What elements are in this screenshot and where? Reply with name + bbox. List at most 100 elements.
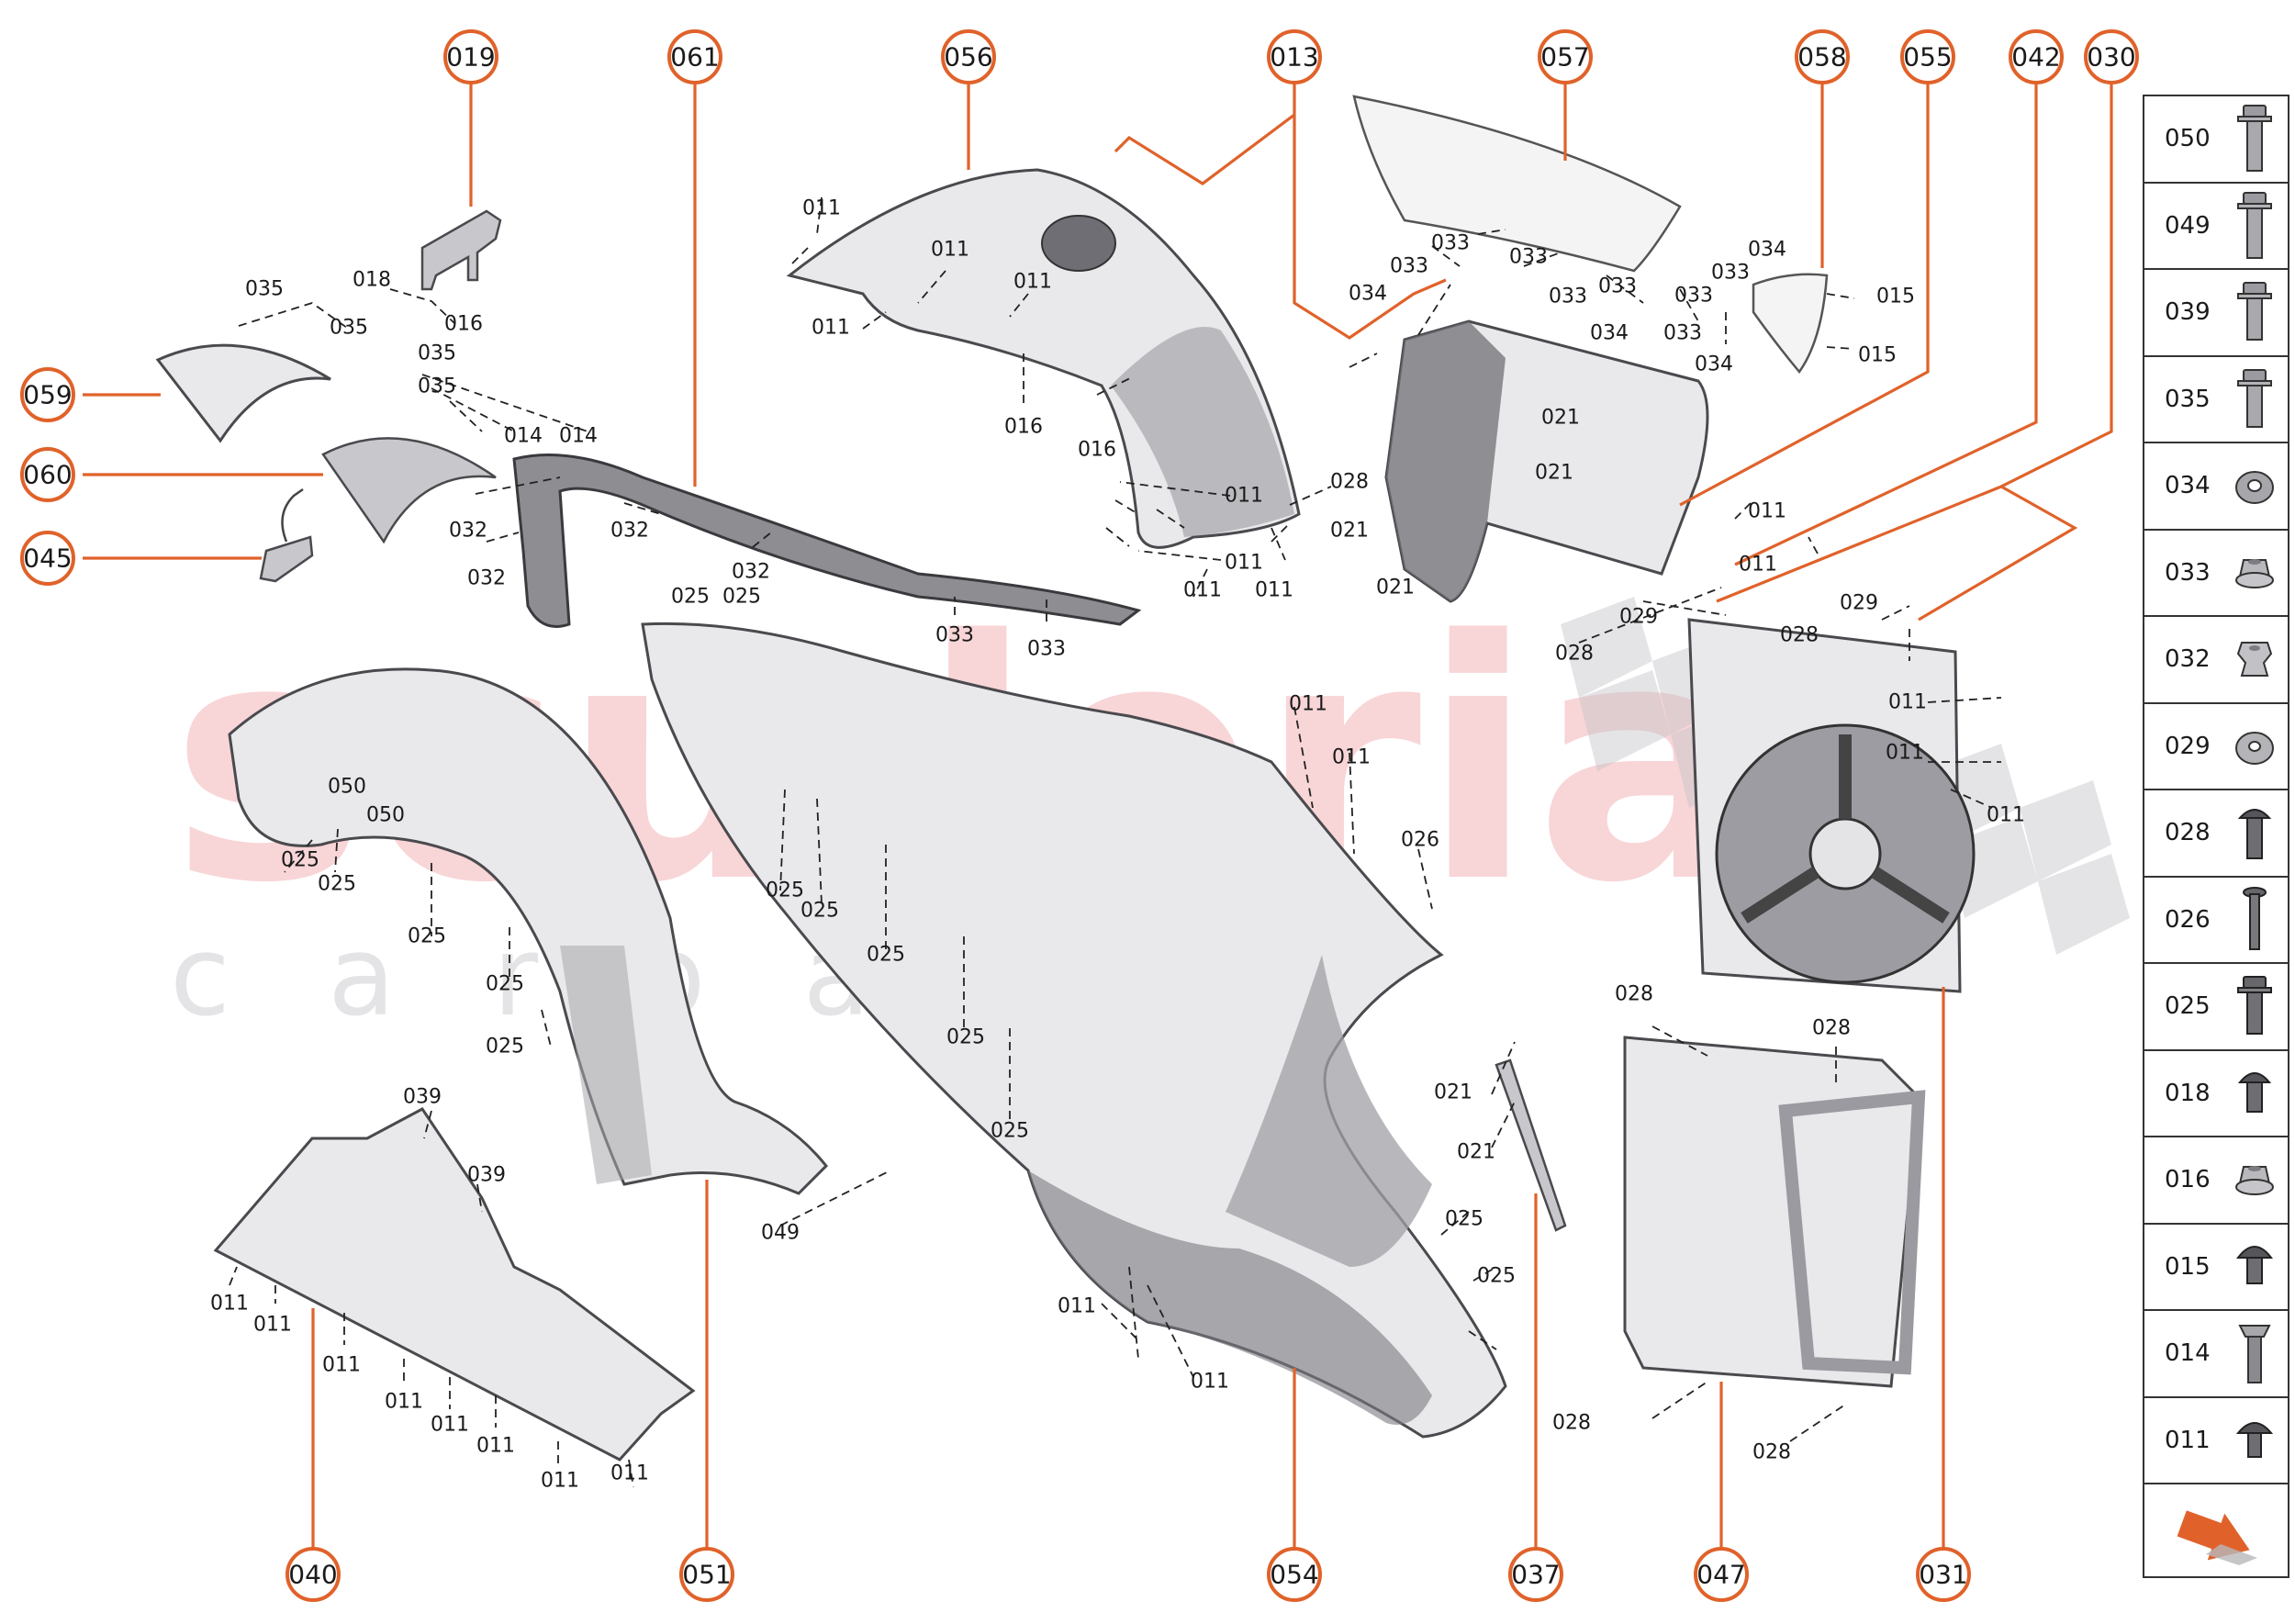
ref-021: 021 xyxy=(1541,407,1580,430)
ref-033: 033 xyxy=(1663,322,1702,345)
direction-arrow[interactable] xyxy=(2144,1484,2288,1576)
fastener-row-039[interactable]: 039 xyxy=(2144,270,2288,357)
ref-025: 025 xyxy=(946,1026,985,1049)
callout-040-label: 040 xyxy=(288,1560,337,1590)
ref-028: 028 xyxy=(1330,471,1369,494)
ref-011: 011 xyxy=(1255,579,1293,602)
ref-025: 025 xyxy=(486,973,524,996)
fastener-row-028[interactable]: 028 xyxy=(2144,790,2288,878)
callout-051-label: 051 xyxy=(682,1560,731,1590)
fastener-row-034[interactable]: 034 xyxy=(2144,443,2288,531)
ref-025: 025 xyxy=(800,900,839,923)
reference-numbers: 035 035 018 016 035 035 014 014 032 032 … xyxy=(210,197,2025,1493)
part-061-trim-strip xyxy=(512,454,1142,628)
ref-025: 025 xyxy=(991,1120,1029,1143)
callout-047[interactable]: 047 xyxy=(1694,1547,1749,1602)
fastener-code: 016 xyxy=(2165,1166,2211,1194)
part-040-underbody-panel xyxy=(213,1107,696,1462)
fastener-code: 033 xyxy=(2165,558,2211,587)
ref-011: 011 xyxy=(1225,485,1263,508)
washer-icon xyxy=(2235,731,2274,765)
part-051-arch-liner xyxy=(228,667,829,1195)
flange-nut-icon xyxy=(2235,558,2274,588)
ref-011: 011 xyxy=(610,1462,649,1485)
ref-011: 011 xyxy=(1748,500,1786,523)
round-head-screw-icon xyxy=(2235,1245,2274,1284)
ref-025: 025 xyxy=(1445,1208,1483,1231)
part-055-shade xyxy=(1386,321,1506,601)
washer-icon xyxy=(2235,471,2274,505)
callout-057[interactable]: 057 xyxy=(1538,29,1593,84)
ref-025: 025 xyxy=(486,1036,524,1058)
callout-061[interactable]: 061 xyxy=(667,29,722,84)
callout-019[interactable]: 019 xyxy=(443,29,498,84)
fastener-row-015[interactable]: 015 xyxy=(2144,1225,2288,1311)
callout-030[interactable]: 030 xyxy=(2084,29,2139,84)
ref-015: 015 xyxy=(1858,344,1897,367)
callout-060[interactable]: 060 xyxy=(20,447,75,502)
callout-056[interactable]: 056 xyxy=(941,29,996,84)
ref-035: 035 xyxy=(245,278,284,301)
ref-025: 025 xyxy=(766,879,804,902)
callout-lines xyxy=(83,75,2113,1562)
part-047-radiator-duct xyxy=(1623,1036,1920,1388)
callout-047-label: 047 xyxy=(1696,1560,1745,1590)
callout-031[interactable]: 031 xyxy=(1916,1547,1971,1602)
ref-028: 028 xyxy=(1555,643,1594,666)
ref-035: 035 xyxy=(418,375,456,398)
fastener-row-032[interactable]: 032 xyxy=(2144,617,2288,704)
ref-021: 021 xyxy=(1535,462,1573,485)
ref-011: 011 xyxy=(1739,554,1777,577)
callout-059[interactable]: 059 xyxy=(20,367,75,422)
fastener-row-049[interactable]: 049 xyxy=(2144,184,2288,270)
part-031-fan-hub xyxy=(1808,817,1882,890)
callout-054[interactable]: 054 xyxy=(1267,1547,1322,1602)
callout-019-label: 019 xyxy=(446,42,495,73)
ref-015: 015 xyxy=(1876,286,1915,308)
fastener-row-016[interactable]: 016 xyxy=(2144,1137,2288,1225)
fastener-row-050[interactable]: 050 xyxy=(2144,96,2288,184)
ref-028: 028 xyxy=(1780,624,1819,647)
part-051-inner xyxy=(560,946,652,1184)
round-head-screw-icon xyxy=(2237,1071,2272,1113)
part-056-shade xyxy=(1111,327,1294,537)
callout-055[interactable]: 055 xyxy=(1900,29,1955,84)
flange-bolt-icon xyxy=(2237,368,2272,428)
fastener-row-029[interactable]: 029 xyxy=(2144,704,2288,790)
fastener-code: 029 xyxy=(2165,732,2211,760)
fastener-code: 014 xyxy=(2165,1339,2211,1368)
fastener-code: 049 xyxy=(2165,211,2211,240)
parts xyxy=(155,95,1976,1462)
ref-011: 011 xyxy=(431,1414,469,1437)
callout-013[interactable]: 013 xyxy=(1267,29,1322,84)
callout-061-label: 061 xyxy=(670,42,719,73)
callout-051[interactable]: 051 xyxy=(679,1547,734,1602)
ref-029: 029 xyxy=(1840,592,1878,615)
fastener-code: 035 xyxy=(2165,385,2211,413)
fastener-code: 015 xyxy=(2165,1252,2211,1281)
round-head-screw-icon xyxy=(2235,1421,2274,1458)
ref-011: 011 xyxy=(1886,742,1924,765)
callout-037[interactable]: 037 xyxy=(1508,1547,1563,1602)
part-059-cover xyxy=(155,343,331,443)
callout-042[interactable]: 042 xyxy=(2009,29,2064,84)
ref-035: 035 xyxy=(418,342,456,365)
ref-021: 021 xyxy=(1434,1081,1472,1104)
fastener-row-033[interactable]: 033 xyxy=(2144,531,2288,617)
part-045-wire xyxy=(281,487,304,543)
flat-head-bolt-icon xyxy=(2238,1325,2271,1384)
callout-058[interactable]: 058 xyxy=(1795,29,1850,84)
fastener-row-011[interactable]: 011 xyxy=(2144,1398,2288,1484)
fastener-row-025[interactable]: 025 xyxy=(2144,964,2288,1051)
fastener-code: 025 xyxy=(2165,992,2211,1021)
fastener-row-026[interactable]: 026 xyxy=(2144,878,2288,964)
fastener-row-035[interactable]: 035 xyxy=(2144,357,2288,443)
fastener-row-014[interactable]: 014 xyxy=(2144,1311,2288,1398)
callout-013-label: 013 xyxy=(1270,42,1318,73)
ref-028: 028 xyxy=(1752,1441,1791,1464)
callout-045[interactable]: 045 xyxy=(20,531,75,586)
ref-032: 032 xyxy=(467,567,506,590)
fastener-row-018[interactable]: 018 xyxy=(2144,1051,2288,1137)
ref-033: 033 xyxy=(935,624,974,647)
callout-040[interactable]: 040 xyxy=(285,1547,341,1602)
